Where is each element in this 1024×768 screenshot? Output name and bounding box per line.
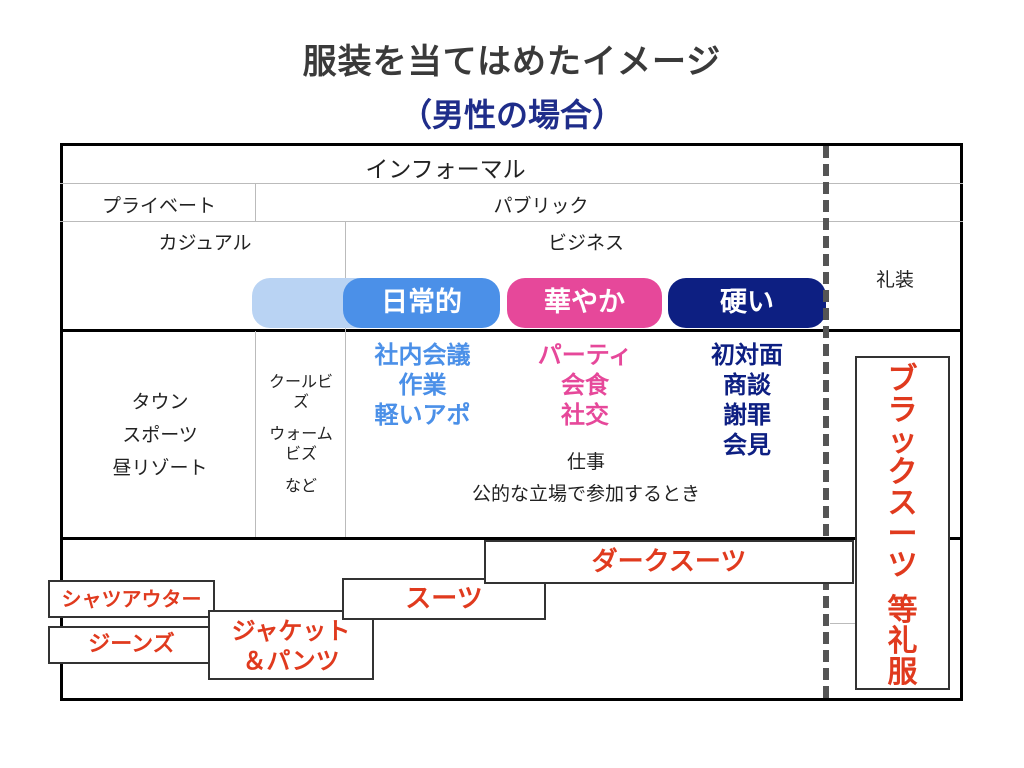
table-top-border <box>60 143 963 146</box>
row-separator-2 <box>60 537 963 540</box>
situation-casual-list: タウン スポーツ 昼リゾート <box>80 386 240 485</box>
situation-etc: など <box>284 476 317 495</box>
header-business: ビジネス <box>547 232 624 254</box>
situation-coolbiz-1: クールビ <box>268 372 333 391</box>
formal-thin-line <box>830 623 860 624</box>
garment-shirt-outer: シャツアウター <box>48 580 215 618</box>
table-left-border <box>60 143 63 701</box>
page-title: 服装を当てはめたイメージ <box>302 42 722 82</box>
pill-gorgeous: 華やか <box>507 278 662 328</box>
garment-char: ク <box>887 455 918 490</box>
garment-black-suit: ブ ラ ッ ク ス ー ツ 等 礼 服 <box>855 356 950 690</box>
header-informal: インフォーマル <box>365 157 526 183</box>
garment-char: 礼 <box>887 624 918 659</box>
header-formal: 礼装 <box>875 269 914 291</box>
garment-char: ー <box>887 517 918 552</box>
garment-jacket-line1: ジャケット <box>231 617 351 645</box>
garment-suit: スーツ <box>342 578 546 620</box>
situation-item: 作業 <box>398 371 447 399</box>
situation-town: タウン <box>131 391 189 413</box>
garment-char: 等 <box>887 593 918 628</box>
header-private: プライベート <box>101 195 216 217</box>
garment-char: ツ <box>887 548 918 583</box>
situation-item: 謝罪 <box>723 401 771 429</box>
page-subtitle: （男性の場合） <box>399 96 624 134</box>
row-thin-1 <box>60 183 963 184</box>
situation-item: 会見 <box>723 431 771 459</box>
situation-item: パーティ <box>537 341 633 369</box>
situation-resort: 昼リゾート <box>112 457 208 479</box>
garment-char: ブ <box>887 362 918 397</box>
garment-jacket-line2: ＆パンツ <box>242 647 340 675</box>
situation-item: 初対面 <box>711 341 783 369</box>
pill-everyday: 日常的 <box>343 278 500 328</box>
situation-stiff-list: 初対面 商談 謝罪 会見 <box>668 340 826 460</box>
situation-item: 商談 <box>723 371 771 399</box>
situation-item: 軽いアポ <box>374 401 471 429</box>
situation-sports: スポーツ <box>122 424 198 446</box>
situation-item: 会食 <box>561 371 609 399</box>
row-separator-1 <box>60 329 963 332</box>
situation-work: 仕事 <box>566 451 605 473</box>
col-thin-casual <box>345 221 346 537</box>
garment-char: ラ <box>887 393 918 428</box>
garment-dark-suit: ダークスーツ <box>484 540 854 584</box>
header-public: パブリック <box>493 195 589 217</box>
garment-jeans: ジーンズ <box>48 626 215 664</box>
situation-coolbiz-2: ズ <box>292 392 309 411</box>
situation-public-occasion: 公的な立場で参加するとき <box>471 483 700 505</box>
situation-item: 社内会議 <box>374 341 471 369</box>
formal-divider-dashed <box>823 146 829 698</box>
situation-everyday-list: 社内会議 作業 軽いアポ <box>345 340 500 430</box>
table-bottom-border <box>60 698 963 701</box>
row-thin-2 <box>60 221 963 222</box>
col-thin-private <box>255 183 256 221</box>
garment-jacket-pants: ジャケット ＆パンツ <box>208 610 374 680</box>
situation-item: 社交 <box>561 401 609 429</box>
situation-warmbiz-1: ウォーム <box>269 424 333 443</box>
table-right-border <box>960 143 963 701</box>
garment-char: 服 <box>887 655 918 690</box>
garment-char: ス <box>887 486 918 521</box>
col-thin-coolbiz <box>255 331 256 537</box>
pill-stiff: 硬い <box>668 278 826 328</box>
header-casual: カジュアル <box>158 232 252 254</box>
situation-warmbiz-2: ビズ <box>284 444 317 463</box>
situation-gorgeous-list: パーティ 会食 社交 <box>505 340 665 430</box>
situation-coolbiz-list: クールビ ズ ウォーム ビズ など <box>256 372 346 496</box>
garment-char: ッ <box>887 424 918 459</box>
diagram-table <box>60 143 963 701</box>
